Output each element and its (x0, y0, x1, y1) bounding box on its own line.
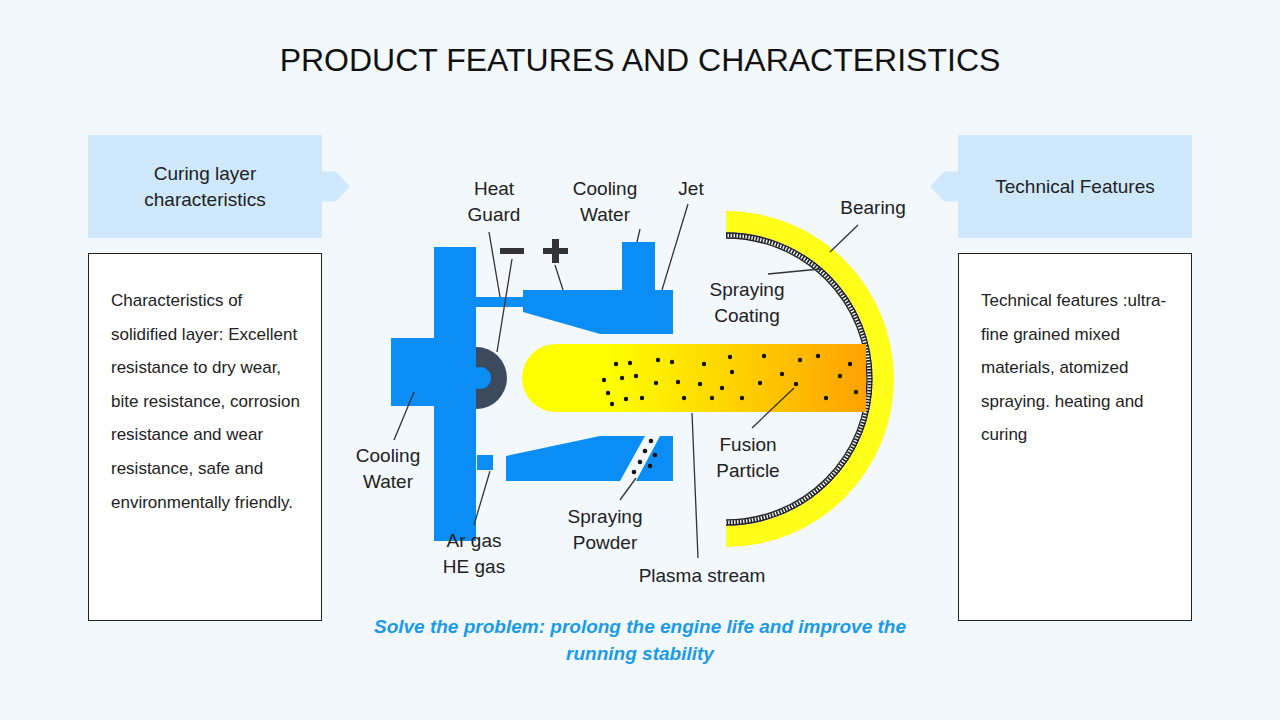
fusion-particle (620, 376, 624, 380)
gas-inlet (477, 455, 493, 470)
leader-lines (394, 204, 858, 558)
fusion-particle (606, 391, 610, 395)
part-label: Plasma stream (627, 563, 777, 589)
fusion-particle (710, 396, 714, 400)
fusion-particle (682, 396, 686, 400)
anode-nozzle (523, 290, 673, 334)
fusion-particle (824, 396, 828, 400)
header-arrow-shape (88, 135, 350, 238)
part-label: Spraying Powder (555, 504, 655, 556)
fusion-particle (602, 378, 606, 382)
fusion-particle (780, 372, 784, 376)
fusion-particle (676, 380, 680, 384)
lower-nozzle (636, 436, 673, 481)
part-label: Heat Guard (459, 176, 529, 228)
caption: Solve the problem: prolong the engine li… (370, 613, 910, 667)
fusion-particle (762, 354, 766, 358)
body-text: Technical features :ultra-fine grained m… (981, 284, 1171, 452)
header-text: Curing layer characteristics (102, 161, 308, 213)
fusion-particle (654, 381, 658, 385)
text-panel: Technical features :ultra-fine grained m… (958, 253, 1192, 621)
part-label: Spraying Coating (700, 277, 795, 329)
fusion-particle (640, 396, 644, 400)
fusion-particle (798, 358, 802, 362)
powder-particles (632, 439, 658, 475)
fusion-particle (670, 360, 674, 364)
spray-torch (391, 242, 673, 541)
plus-symbol (552, 239, 559, 263)
torch-body (434, 247, 476, 541)
slide-title: PRODUCT FEATURES AND CHARACTERISTICS (0, 42, 1280, 79)
fusion-particle (838, 374, 842, 378)
fusion-particle (758, 381, 762, 385)
plasma-stream (522, 344, 866, 412)
header-arrow-shape (930, 135, 1192, 238)
header-box: Curing layer characteristics (88, 135, 322, 238)
fusion-particle (854, 390, 858, 394)
fusion-particle (628, 361, 632, 365)
fusion-particle (816, 354, 820, 358)
header-box: Technical Features (958, 135, 1192, 238)
part-label: Cooling Water (343, 443, 433, 495)
fusion-particle (698, 382, 702, 386)
part-label: Cooling Water (560, 176, 650, 228)
fusion-particle (730, 370, 734, 374)
header-shape (88, 135, 322, 238)
body-text: Characteristics of solidified layer: Exc… (111, 284, 301, 519)
fusion-particle (614, 362, 618, 366)
header-text: Technical Features (995, 174, 1154, 200)
part-label: Fusion Particle (703, 432, 793, 484)
part-label: Jet (671, 176, 711, 202)
lower-nozzle (506, 436, 645, 481)
fusion-particles (602, 354, 858, 406)
fusion-particle (740, 396, 744, 400)
minus-symbol (500, 248, 524, 254)
cooling-water-pipe (622, 242, 655, 291)
fusion-particle (728, 355, 732, 359)
fusion-particle (848, 362, 852, 366)
fusion-particle (794, 382, 798, 386)
part-label: Bearing (828, 195, 918, 221)
part-label: Ar gas HE gas (437, 528, 512, 580)
fusion-particle (720, 386, 724, 390)
fusion-particle (656, 358, 660, 362)
text-panel: Characteristics of solidified layer: Exc… (88, 253, 322, 621)
fusion-particle (702, 362, 706, 366)
heat-guard (476, 297, 526, 307)
fusion-particle (624, 397, 628, 401)
fusion-particle (610, 402, 614, 406)
fusion-particle (634, 374, 638, 378)
cathode-core (469, 367, 491, 389)
